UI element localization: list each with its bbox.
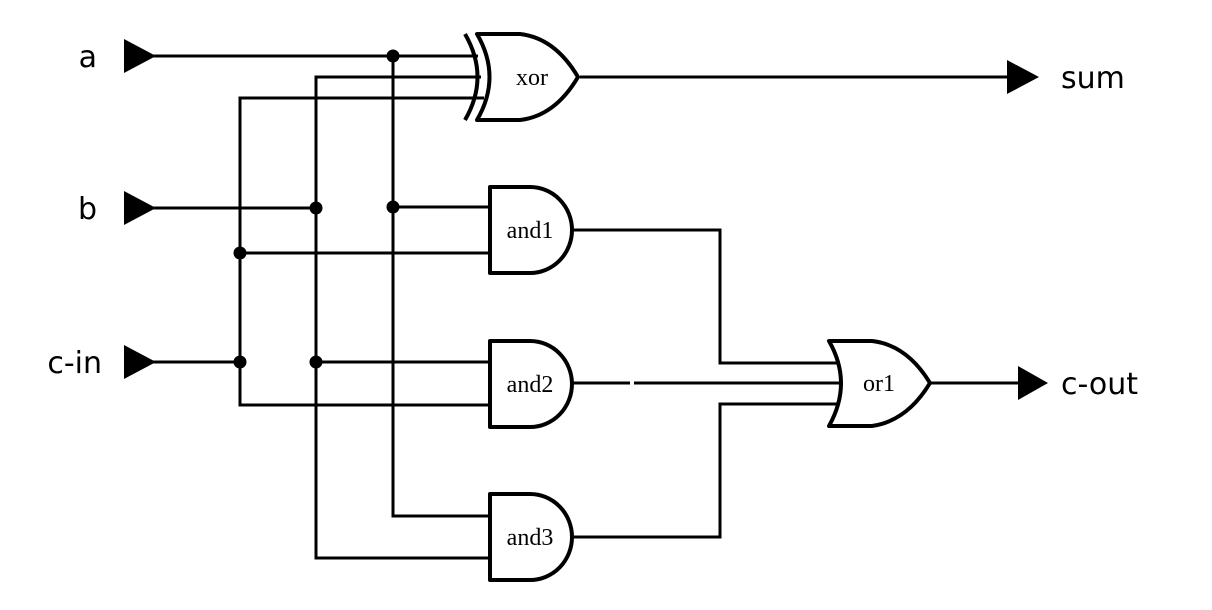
port-arrows	[124, 39, 1048, 400]
junction-a-and1	[386, 200, 400, 214]
input-arrow-b	[124, 191, 156, 225]
and3-gate-label: and3	[507, 525, 554, 551]
junction-dots	[233, 49, 400, 369]
wire-and1-out	[572, 228, 840, 365]
and2-gate-body	[488, 339, 574, 429]
input-arrow-c-in	[124, 345, 156, 379]
xor-gate-body	[475, 32, 580, 122]
output-label-c-out: c-out	[1061, 367, 1138, 402]
junction-b-and2	[309, 355, 323, 369]
input-label-a: a	[79, 40, 97, 75]
input-label-c-in: c-in	[47, 346, 102, 381]
and1-gate-label: and1	[507, 218, 554, 244]
xor-gate-label: xor	[516, 65, 548, 91]
junction-a-top	[386, 49, 400, 63]
and2-gate: and2	[488, 339, 574, 429]
junction-c-in-and1	[233, 246, 247, 260]
and1-gate: and1	[488, 185, 574, 275]
junction-b	[309, 201, 323, 215]
wire-and3-out	[572, 402, 840, 539]
input-arrow-a	[124, 39, 156, 73]
or1-gate-label: or1	[863, 371, 895, 397]
junction-c-in	[233, 355, 247, 369]
or1-gate-body	[827, 339, 932, 428]
output-label-sum: sum	[1061, 61, 1125, 96]
output-arrow-sum	[1007, 60, 1039, 94]
or1-gate: or1	[827, 339, 932, 428]
xor-gate-back-curve	[463, 32, 480, 122]
and3-gate-body	[488, 492, 574, 582]
wire-a-branch	[391, 56, 490, 518]
wires	[150, 54, 1022, 560]
and1-gate-body	[488, 185, 574, 275]
port-labels: a b c-in sum c-out	[47, 40, 1138, 402]
wire-b-branch	[314, 75, 490, 560]
input-label-b: b	[78, 192, 97, 227]
output-arrow-c-out	[1018, 366, 1048, 400]
and2-gate-label: and2	[507, 372, 554, 398]
xor-gate: xor	[463, 32, 580, 122]
and3-gate: and3	[488, 492, 574, 582]
